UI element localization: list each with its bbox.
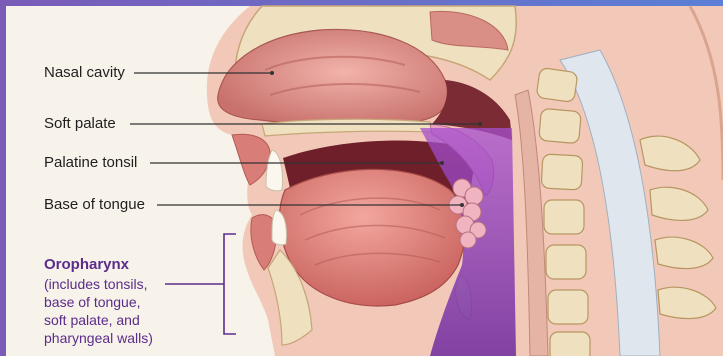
oropharynx-note-line: pharyngeal walls)	[44, 330, 153, 346]
frame-left-edge	[0, 0, 6, 356]
oropharynx-note-line: soft palate, and	[44, 312, 140, 328]
oropharynx-title: Oropharynx	[44, 256, 129, 273]
oropharynx-note-line: (includes tonsils,	[44, 276, 148, 292]
oropharynx-bracket	[224, 234, 236, 334]
frame-top-bar	[0, 0, 723, 6]
palatine-tonsil-label: Palatine tonsil	[44, 154, 137, 171]
soft-palate-label: Soft palate	[44, 115, 116, 132]
nasal-cavity-label: Nasal cavity	[44, 64, 125, 81]
oropharynx-note-line: base of tongue,	[44, 294, 141, 310]
base-of-tongue-label: Base of tongue	[44, 196, 145, 213]
